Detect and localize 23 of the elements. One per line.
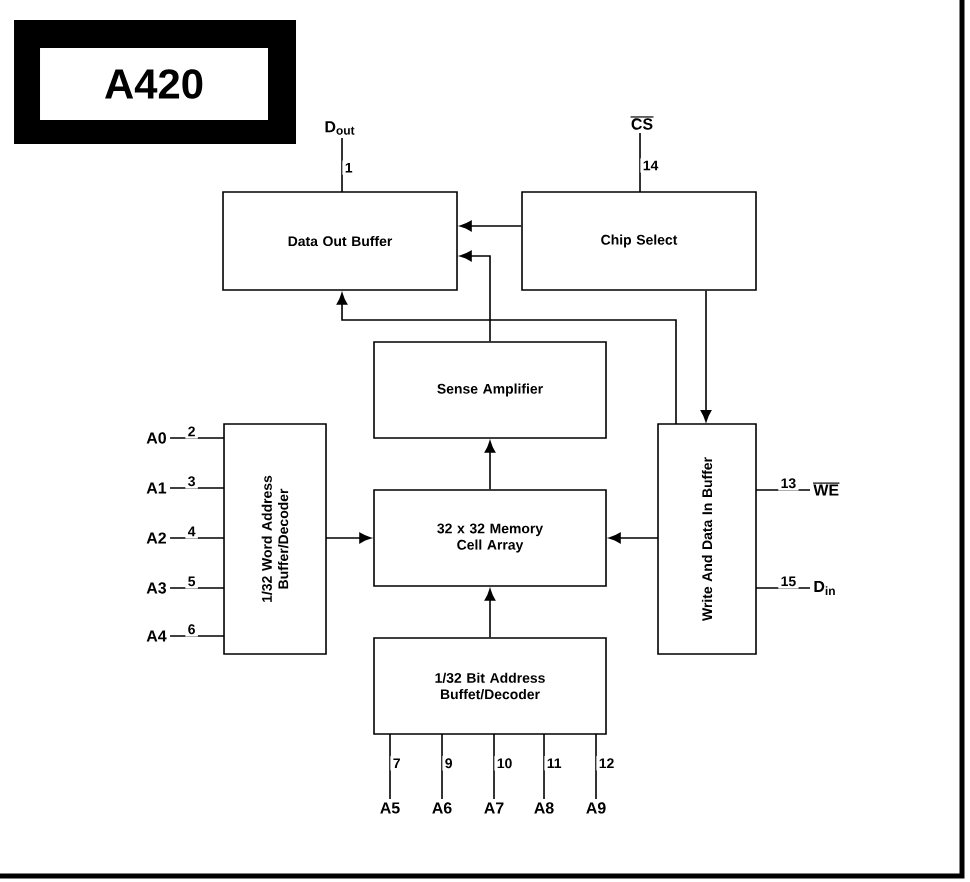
arrow: [336, 292, 677, 425]
pin-line: [389, 733, 391, 800]
pin-line: [169, 635, 225, 637]
arrow: [484, 588, 496, 638]
pin-line: [341, 137, 343, 193]
pin-line: [595, 733, 597, 800]
pin-line: [755, 489, 811, 491]
arrow: [484, 440, 496, 490]
pin-line: [169, 487, 225, 489]
pin-line: [755, 587, 811, 589]
pin-line: [543, 733, 545, 800]
pin-line: [441, 733, 443, 800]
pin-line: [639, 132, 641, 193]
figure-tag: A420: [14, 20, 296, 144]
arrow: [459, 220, 522, 232]
pin-line: [493, 733, 495, 800]
pin-line: [169, 587, 225, 589]
arrow: [325, 532, 372, 544]
arrow: [608, 532, 659, 544]
pin-line: [169, 437, 225, 439]
pin-line: [169, 537, 225, 539]
arrow: [700, 290, 712, 422]
arrow: [459, 250, 491, 342]
